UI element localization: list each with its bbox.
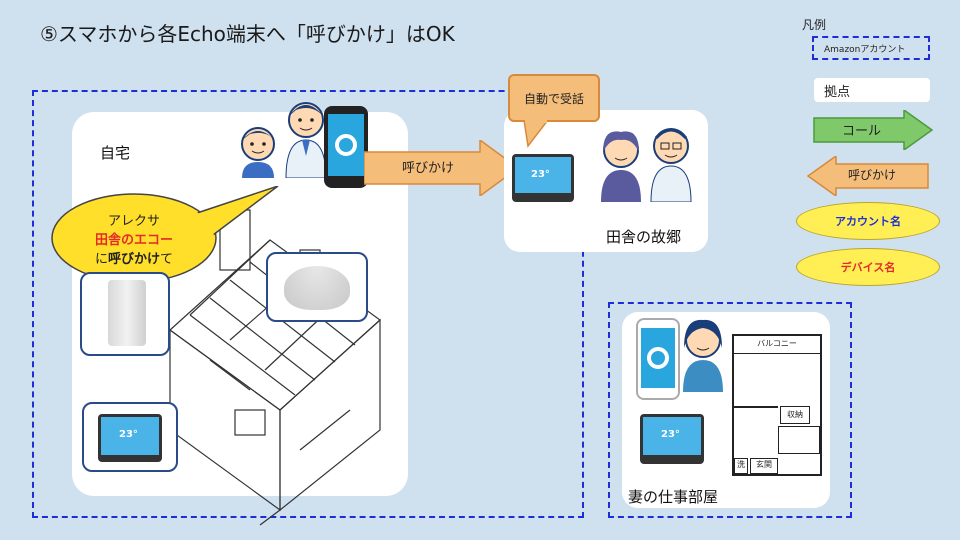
echo-show-countryside-device: 23°	[512, 154, 574, 202]
legend-account-label: Amazonアカウント	[824, 44, 906, 55]
echo-dot-device	[284, 266, 350, 310]
entrance-area: 玄関	[750, 458, 778, 474]
speech-line-1: アレクサ	[107, 214, 160, 229]
smartphone-wife	[636, 318, 680, 400]
smartphone-home	[324, 106, 368, 188]
countryside-label: 田舎の故郷	[606, 228, 682, 246]
legend-device-name-pill: デバイス名	[796, 248, 940, 286]
legend-account-swatch: Amazonアカウント	[812, 36, 930, 60]
speech-bubble-shape	[51, 186, 279, 283]
speech-line-3: に呼びかけて	[62, 250, 206, 269]
auto-answer-callout-tail	[523, 120, 549, 148]
speech-ni: に	[94, 252, 108, 267]
echo-tower-device	[108, 280, 146, 346]
home-label: 自宅	[100, 144, 131, 162]
apartment-floorplan: バルコニー 収納 洗 玄関	[732, 334, 822, 476]
echo-show-screen: 23°	[101, 417, 159, 455]
legend-calling-arrow	[806, 156, 929, 196]
entrance-label: 玄関	[756, 460, 772, 469]
storage-label: 収納	[787, 410, 803, 419]
speech-te: て	[160, 252, 174, 267]
wife-account-boundary	[608, 302, 852, 518]
wife-person-icon	[683, 319, 723, 392]
storage-area: 収納	[780, 406, 810, 424]
wash-label: 洗	[737, 460, 745, 469]
echo-tower-callout	[80, 272, 170, 356]
legend-call-arrow	[813, 110, 934, 150]
room-divider	[734, 406, 778, 408]
legend-base-swatch: 拠点	[814, 78, 930, 102]
alexa-app-screen-wife	[641, 328, 675, 388]
legend-device-name-label: デバイス名	[840, 261, 896, 274]
legend-calling-label: 呼びかけ	[848, 168, 897, 182]
legend-title: 凡例	[802, 18, 827, 32]
legend-call-label: コール	[842, 124, 882, 139]
echo-dot-callout	[266, 252, 368, 322]
elderly-woman-icon	[601, 131, 641, 202]
auto-answer-callout: 自動で受話	[508, 74, 600, 122]
alexa-app-screen	[328, 114, 364, 176]
calling-arrow	[364, 140, 520, 196]
balcony-label: バルコニー	[757, 339, 797, 348]
wash-area: 洗	[734, 458, 748, 474]
speech-device-name: 田舎のエコー	[94, 233, 173, 248]
legend-account-name-pill: アカウント名	[796, 202, 940, 240]
echo-show-wife-screen: 23°	[643, 417, 701, 455]
wife-label: 妻の仕事部屋	[628, 488, 719, 506]
echo-show-countryside-temp: 23°	[531, 169, 550, 180]
page-title: ⑤スマホから各Echo端末へ「呼びかけ」はOK	[40, 22, 455, 46]
elderly-man-icon	[650, 128, 692, 202]
alexa-ring-icon-wife	[647, 347, 669, 369]
echo-show-home-device: 23°	[98, 414, 162, 462]
echo-show-wife-device: 23°	[640, 414, 704, 464]
echo-show-wife-temp: 23°	[661, 429, 680, 440]
echo-show-countryside-screen: 23°	[515, 157, 571, 193]
bath-area	[778, 426, 820, 454]
balcony-area: バルコニー	[734, 336, 820, 354]
home-account-boundary	[32, 90, 584, 518]
calling-arrow-label: 呼びかけ	[402, 161, 455, 176]
speech-bubble: アレクサ 田舎のエコー に呼びかけて	[62, 212, 206, 269]
alexa-ring-icon	[335, 134, 357, 156]
echo-show-home-callout: 23°	[82, 402, 178, 472]
legend-base-label: 拠点	[824, 84, 851, 100]
child-person-icon	[241, 127, 275, 178]
husband-person-icon	[285, 102, 327, 178]
speech-call-word: 呼びかけ	[107, 252, 160, 267]
legend-account-name-label: アカウント名	[835, 215, 901, 228]
echo-show-temp: 23°	[119, 429, 138, 440]
